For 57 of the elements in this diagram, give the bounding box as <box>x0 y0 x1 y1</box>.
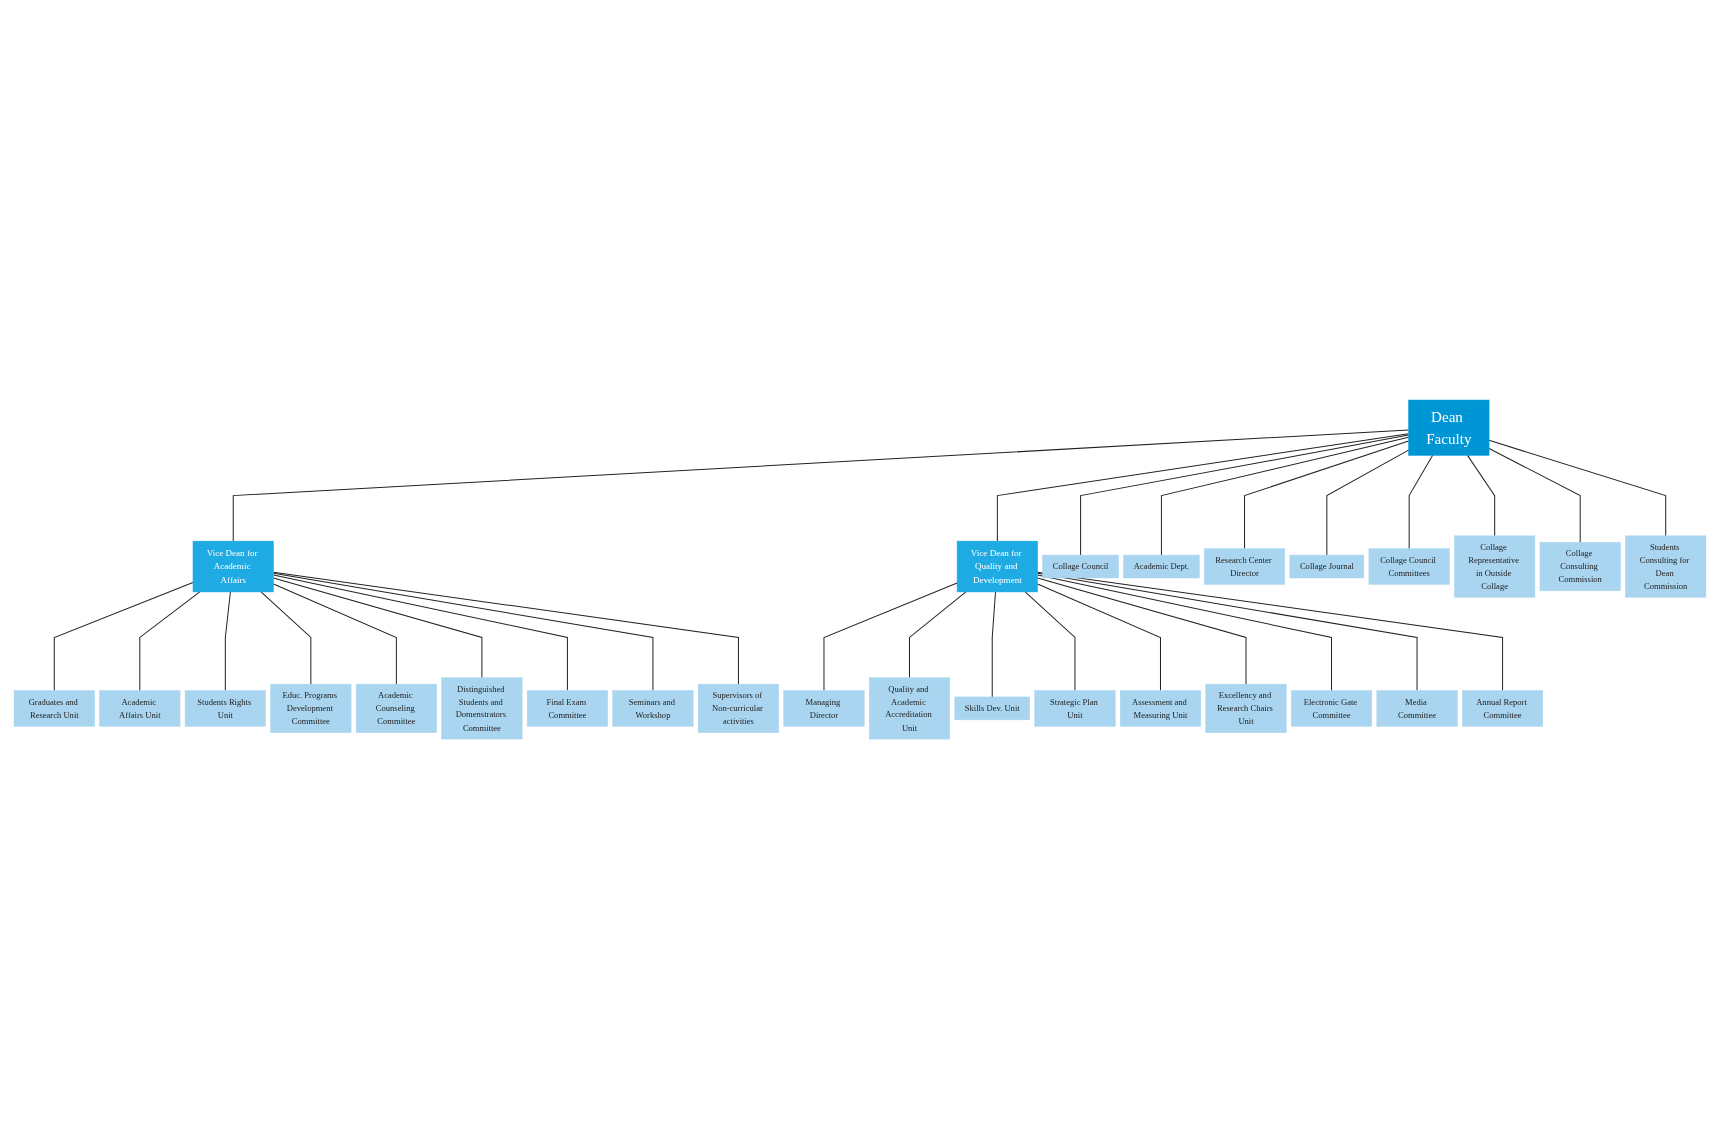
connector <box>1080 434 1410 556</box>
connector <box>272 571 739 685</box>
node-box: Quality and Academic Accreditation Unit <box>869 677 950 740</box>
node-box: Vice Dean for Academic Affairs <box>192 540 274 593</box>
connector <box>224 591 231 691</box>
connector <box>1037 571 1504 691</box>
connector <box>1037 574 1333 691</box>
connector <box>1037 583 1161 691</box>
node-box: Academic Dept. <box>1123 554 1200 579</box>
node-box: Final Exam Committee <box>526 690 608 727</box>
node-box: Supervisors of Non-curricular activities <box>697 683 779 733</box>
connector <box>53 581 194 691</box>
connector <box>1488 447 1581 543</box>
node-box: Academic Counseling Committee <box>355 683 437 733</box>
node-box: Seminars and Workshop <box>612 690 694 727</box>
node-box: Research Center Director <box>1204 548 1286 585</box>
node-box: Collage Council <box>1042 554 1119 579</box>
node-box: Graduates and Research Unit <box>13 690 95 727</box>
connector <box>232 429 1410 542</box>
node-box: Students Rights Unit <box>184 690 266 727</box>
connector <box>139 591 201 691</box>
node-box: Collage Representative in Outside Collage <box>1454 535 1536 598</box>
node-box: Skills Dev. Unit <box>954 696 1030 721</box>
connector <box>1160 436 1410 556</box>
connector <box>1326 449 1410 556</box>
node-box: Distinguished Students and Domenstrators Committee <box>441 677 523 740</box>
node-box: Collage Consulting Commission <box>1539 541 1621 591</box>
node-box: Collage Journal <box>1289 554 1365 579</box>
connector <box>1024 591 1076 691</box>
node-box: Annual Report Committee <box>1462 690 1544 727</box>
connector <box>260 591 312 685</box>
connector <box>991 591 996 698</box>
connector <box>272 577 483 679</box>
node-box: Dean Faculty <box>1408 399 1490 456</box>
node-box: Students Consulting for Dean Commission <box>1625 535 1707 598</box>
node-box: Media Committee <box>1376 690 1458 727</box>
node-box: Academic Affairs Unit <box>99 690 181 727</box>
connector <box>272 583 397 685</box>
connector <box>1244 440 1410 550</box>
connector <box>1408 454 1434 550</box>
node-box: Vice Dean for Quality and Development <box>956 540 1038 593</box>
node-box: Electronic Gate Committee <box>1291 690 1372 727</box>
connector <box>1467 454 1496 537</box>
connector <box>272 572 654 691</box>
connector <box>909 591 967 679</box>
connector <box>1037 572 1418 691</box>
connector <box>996 433 1410 542</box>
connector <box>1488 439 1667 537</box>
node-box: Excellency and Research Chairs Unit <box>1205 683 1287 733</box>
node-box: Educ. Programs Development Committee <box>270 683 352 733</box>
connector <box>823 582 958 691</box>
node-box: Assessment and Measuring Unit <box>1120 690 1201 727</box>
node-box: Strategic Plan Unit <box>1034 690 1116 727</box>
node-box: Collage Council Committees <box>1368 548 1450 585</box>
node-box: Managing Director <box>783 690 865 727</box>
connector <box>1037 577 1247 685</box>
connector <box>272 574 568 691</box>
